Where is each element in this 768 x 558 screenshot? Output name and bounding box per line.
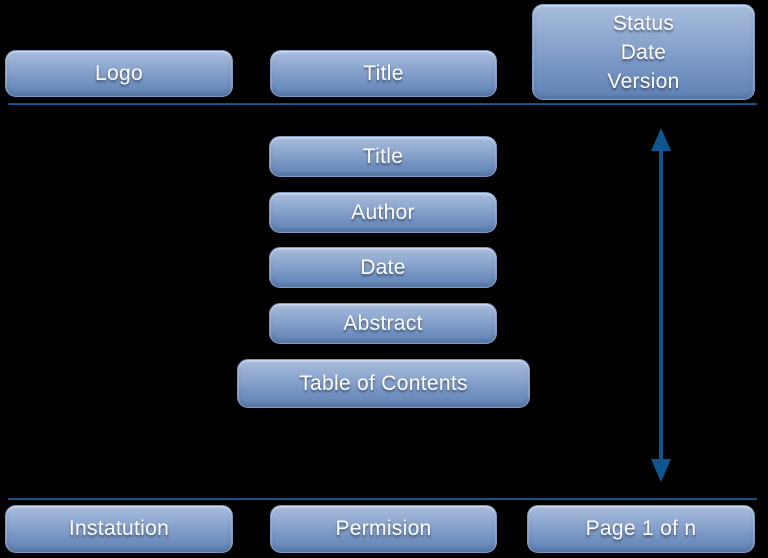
box-abstract: Abstract xyxy=(269,303,497,344)
box-permission: Permision xyxy=(270,505,497,553)
box-page-number: Page 1 of n xyxy=(527,505,755,553)
arrow-shaft xyxy=(659,148,663,461)
header-divider-line xyxy=(8,103,757,105)
box-author: Author xyxy=(269,192,497,233)
box-date: Date xyxy=(269,247,497,288)
footer-divider-line xyxy=(8,498,757,500)
box-status-date-version: Status Date Version xyxy=(532,4,755,100)
status-line: Status xyxy=(612,11,675,35)
arrow-down-icon xyxy=(651,459,671,482)
arrow-up-icon xyxy=(651,128,671,151)
date-line: Date xyxy=(620,40,667,64)
box-logo: Logo xyxy=(5,50,233,97)
version-line: Version xyxy=(607,69,680,93)
box-title: Title xyxy=(269,136,497,177)
box-header-title: Title xyxy=(270,50,497,97)
box-table-of-contents: Table of Contents xyxy=(237,359,530,408)
box-institution: Instatution xyxy=(5,505,233,553)
